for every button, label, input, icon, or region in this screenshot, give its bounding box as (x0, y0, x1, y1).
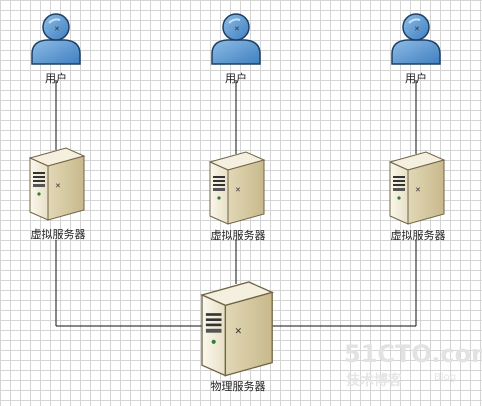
virtual-server-icon (389, 151, 445, 225)
physical-server-label: 物理服务器 (210, 380, 266, 393)
virtual-server-label: 虚拟服务器 (210, 229, 266, 242)
virtual-server-icon (209, 151, 265, 225)
connection-lines (55, 80, 417, 327)
watermark-logo: 51CTO.com (344, 340, 482, 368)
watermark-tagline: 技术博客 (346, 373, 402, 389)
virtual-server-icon (29, 147, 85, 221)
user-icon (391, 13, 441, 65)
user-icon (31, 13, 81, 65)
user-label: 用户 (45, 72, 67, 85)
user-label: 用户 (225, 72, 247, 85)
virtual-server-label: 虚拟服务器 (390, 229, 446, 242)
watermark-blog: Blog (434, 372, 457, 383)
user-label: 用户 (405, 72, 427, 85)
virtual-server-label: 虚拟服务器 (30, 228, 86, 241)
physical-server-icon (201, 281, 273, 377)
user-icon (211, 13, 261, 65)
